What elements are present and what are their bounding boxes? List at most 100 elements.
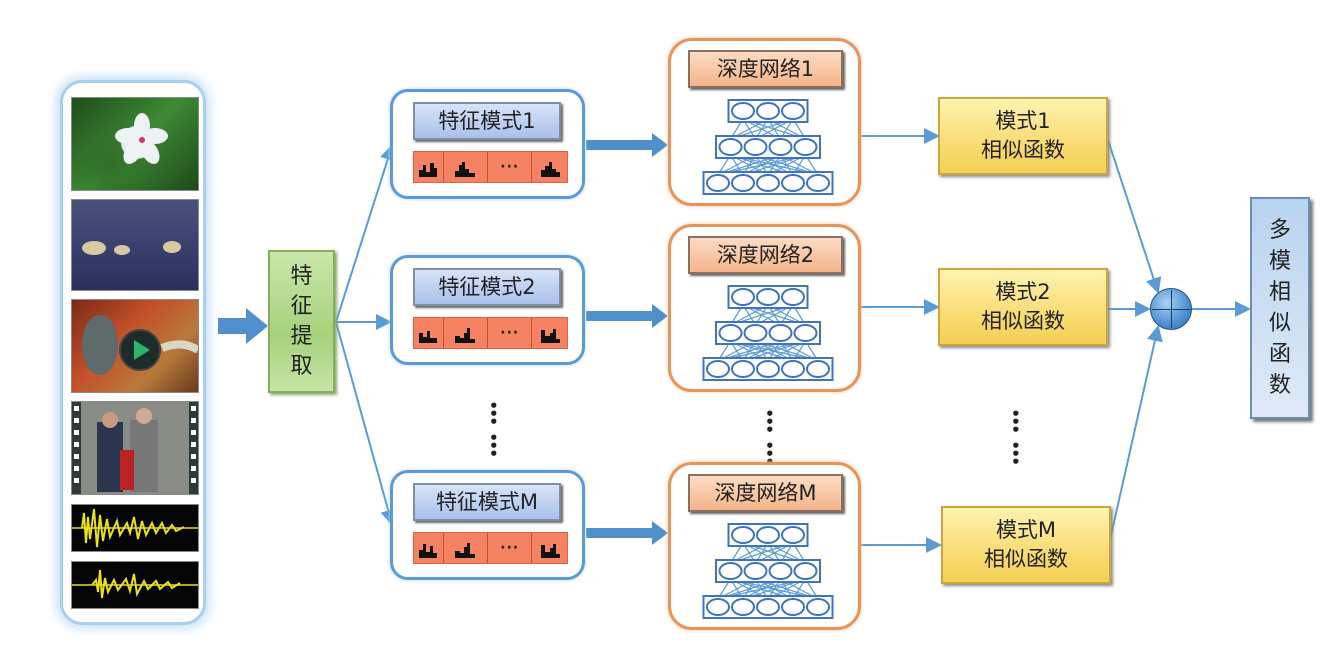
network-layer xyxy=(715,135,821,159)
final-char: 模 xyxy=(1268,249,1291,274)
network-node xyxy=(781,174,805,192)
connector-feature-network-m xyxy=(586,521,668,545)
final-char: 似 xyxy=(1268,311,1291,336)
input-arrow xyxy=(218,308,268,344)
similarity-sublabel: 相似函数 xyxy=(981,309,1065,333)
deep-network-title: 深度网络M xyxy=(688,474,843,512)
connector-feature-network-2 xyxy=(586,304,668,328)
network-node xyxy=(793,562,818,580)
network-node xyxy=(793,138,818,156)
network-layer xyxy=(715,321,821,345)
similarity-sublabel: 相似函数 xyxy=(981,138,1065,162)
network-node xyxy=(706,598,730,616)
flower-icon xyxy=(115,113,168,164)
network-node xyxy=(756,526,780,544)
neural-network-icon xyxy=(702,99,834,195)
connector-extract-feature-1 xyxy=(335,144,396,323)
network-node xyxy=(731,174,755,192)
ellipsis: ··· xyxy=(488,152,533,182)
histogram-icon xyxy=(444,533,489,563)
network-node xyxy=(706,174,730,192)
network-node xyxy=(793,324,818,342)
network-node xyxy=(731,102,755,120)
extract-char: 提 xyxy=(290,323,313,349)
histogram-icon xyxy=(532,152,567,182)
deep-network-box-2: 深度网络2 xyxy=(668,224,861,392)
feature-pattern-box-2: 特征模式2 ··· xyxy=(390,255,585,365)
network-node xyxy=(718,324,743,342)
ellipsis: ··· xyxy=(488,533,533,563)
network-node xyxy=(756,288,780,306)
similarity-label: 模式M xyxy=(995,518,1057,542)
feature-pattern-box-1: 特征模式1 ··· xyxy=(390,89,585,199)
flower-image-thumbnail xyxy=(71,97,199,191)
histogram-icon xyxy=(532,533,567,563)
network-node xyxy=(743,138,768,156)
neural-network-icon xyxy=(702,523,834,619)
network-node xyxy=(781,102,805,120)
network-node xyxy=(806,174,830,192)
network-layer xyxy=(715,559,821,583)
network-node xyxy=(731,360,755,378)
network-node xyxy=(781,598,805,616)
neural-network-icon xyxy=(702,285,834,381)
feature-pattern-box-m: 特征模式M ··· xyxy=(390,470,585,580)
ellipsis: ··· xyxy=(488,318,533,348)
extract-char: 取 xyxy=(290,353,313,379)
network-node xyxy=(743,324,768,342)
network-node xyxy=(756,102,780,120)
feature-extraction-box: 特 征 提 取 xyxy=(268,250,335,393)
network-node xyxy=(718,562,743,580)
vertical-ellipsis: •••••• xyxy=(1011,405,1021,471)
waveform-icon xyxy=(72,508,198,548)
connector-feature-network-1 xyxy=(586,133,668,157)
network-node xyxy=(768,562,793,580)
network-node xyxy=(718,138,743,156)
histogram-strip: ··· xyxy=(413,317,568,349)
network-node xyxy=(781,288,805,306)
histogram-strip: ··· xyxy=(413,151,568,183)
network-node xyxy=(756,360,780,378)
audio-waveform-thumbnail-1 xyxy=(71,504,199,552)
similarity-function-box-2: 模式2 相似函数 xyxy=(938,268,1108,346)
deep-network-box-m: 深度网络M xyxy=(668,462,861,630)
histogram-icon xyxy=(414,533,444,563)
film-strip-icon xyxy=(74,402,196,494)
similarity-label: 模式2 xyxy=(995,280,1051,304)
network-node xyxy=(731,288,755,306)
network-node xyxy=(731,598,755,616)
extract-char: 特 xyxy=(290,263,313,289)
network-node xyxy=(756,174,780,192)
animation-video-thumbnail xyxy=(71,299,199,393)
connector-sim-combine-1 xyxy=(1107,139,1162,294)
histogram-icon xyxy=(444,318,489,348)
polar-bears-image-thumbnail xyxy=(71,199,199,291)
final-char: 函 xyxy=(1268,342,1291,367)
feature-pattern-title: 特征模式M xyxy=(413,483,561,521)
network-node xyxy=(806,360,830,378)
final-char: 数 xyxy=(1268,373,1291,398)
feature-pattern-title: 特征模式1 xyxy=(413,102,561,140)
vertical-ellipsis: •••••• xyxy=(765,405,775,470)
network-node xyxy=(706,360,730,378)
audio-waveform-thumbnail-2 xyxy=(71,561,199,609)
histogram-icon xyxy=(532,318,567,348)
similarity-function-box-m: 模式M 相似函数 xyxy=(941,506,1111,584)
similarity-sublabel: 相似函数 xyxy=(984,547,1068,571)
connector-sim-combine-m xyxy=(1109,325,1163,541)
multimodal-similarity-box: 多 模 相 似 函 数 xyxy=(1250,197,1310,419)
circle-plus-icon xyxy=(1150,288,1192,330)
film-video-thumbnail xyxy=(71,401,199,495)
histogram-icon xyxy=(444,152,489,182)
histogram-icon xyxy=(414,318,444,348)
network-node xyxy=(781,360,805,378)
final-char: 相 xyxy=(1268,280,1291,305)
similarity-label: 模式1 xyxy=(995,109,1051,133)
feature-pattern-title: 特征模式2 xyxy=(413,268,561,306)
waveform-icon xyxy=(72,569,198,599)
connector-extract-feature-m xyxy=(335,321,396,526)
deep-network-box-1: 深度网络1 xyxy=(668,38,861,206)
media-input-panel xyxy=(60,80,206,625)
extract-char: 征 xyxy=(290,293,313,319)
